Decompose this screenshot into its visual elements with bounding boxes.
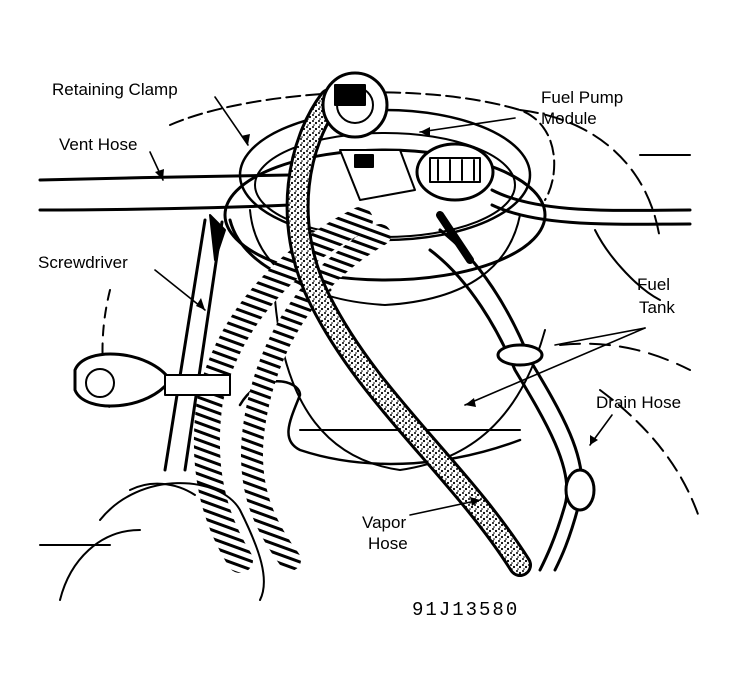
electrical-connector	[339, 142, 692, 226]
label-retaining-clamp: Retaining Clamp	[52, 80, 178, 99]
label-fuel-tank-line1: Fuel	[637, 275, 671, 294]
hand-glove	[59, 482, 265, 601]
label-fuel-tank-line2: Tank	[639, 298, 675, 317]
label-fuel-pump-module-line1: Fuel Pump	[541, 88, 624, 107]
label-vapor-hose-line1: Vapor	[362, 513, 407, 532]
label-screwdriver: Screwdriver	[38, 253, 128, 272]
drain-hose	[428, 211, 596, 572]
label-vent-hose: Vent Hose	[59, 135, 138, 154]
tank-contours	[39, 91, 701, 546]
label-vapor-hose-line2: Hose	[368, 534, 408, 553]
vapor-hose	[285, 71, 532, 577]
corrugated-harness	[193, 207, 391, 573]
vent-hose	[38, 173, 292, 212]
arrowheads	[155, 127, 598, 506]
figure-code: 91J13580	[412, 599, 520, 621]
screwdriver	[73, 214, 231, 472]
label-fuel-pump-module-line2: Module	[541, 109, 597, 128]
label-drain-hose: Drain Hose	[596, 393, 682, 412]
